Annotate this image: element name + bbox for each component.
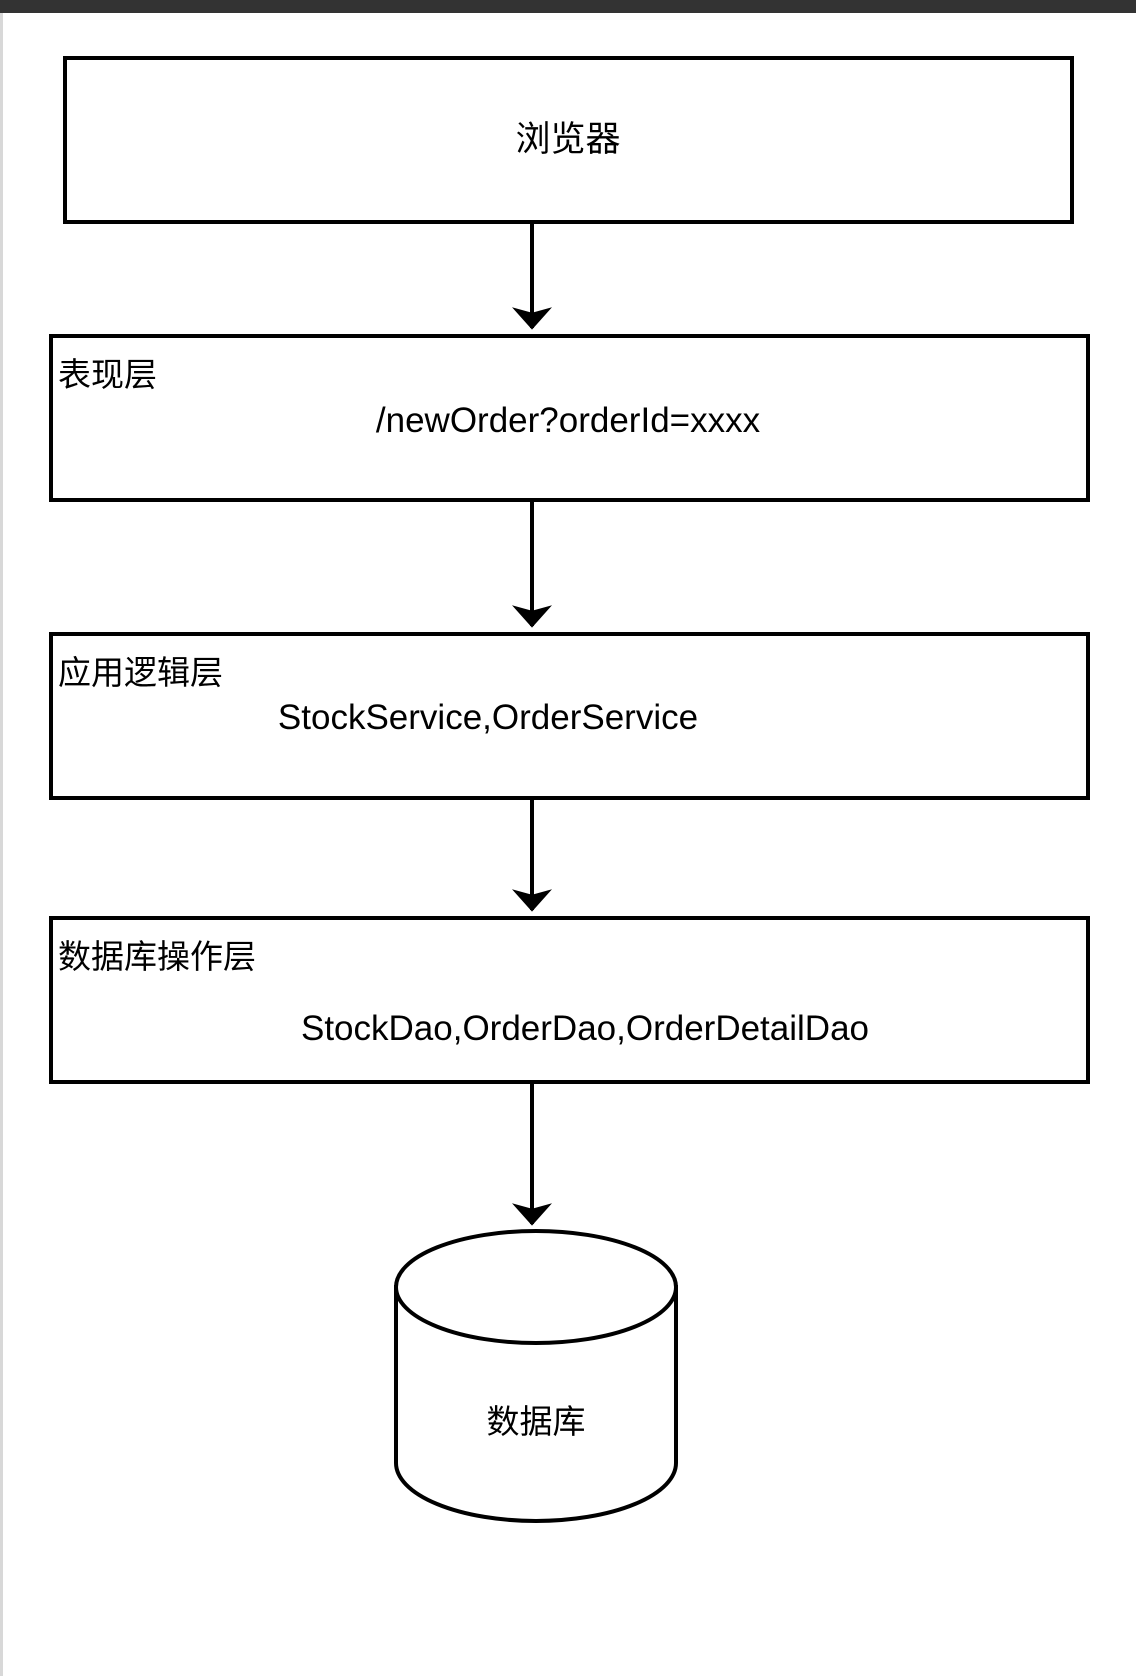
node-database-title: 数据库 xyxy=(486,1403,586,1440)
node-presentation-body: /newOrder?orderId=xxxx xyxy=(375,401,761,440)
node-database-cylinder xyxy=(394,1229,678,1523)
node-database-access-box xyxy=(49,916,1090,1084)
node-application-logic-box xyxy=(49,632,1090,800)
cylinder-top-ellipse xyxy=(394,1229,678,1345)
node-application-logic-body: StockService,OrderService xyxy=(277,698,699,737)
node-database-access-layer-tag: 数据库操作层 xyxy=(58,938,256,975)
node-browser-box xyxy=(63,56,1074,224)
window-top-bar xyxy=(0,0,1136,13)
cylinder-body xyxy=(394,1285,678,1523)
node-presentation-box xyxy=(49,334,1090,502)
node-database-access-body: StockDao,OrderDao,OrderDetailDao xyxy=(300,1009,870,1048)
page-left-edge xyxy=(0,13,3,1676)
node-browser-title: 浏览器 xyxy=(515,120,621,159)
node-presentation-layer-tag: 表现层 xyxy=(58,356,157,393)
node-application-logic-layer-tag: 应用逻辑层 xyxy=(58,654,223,691)
